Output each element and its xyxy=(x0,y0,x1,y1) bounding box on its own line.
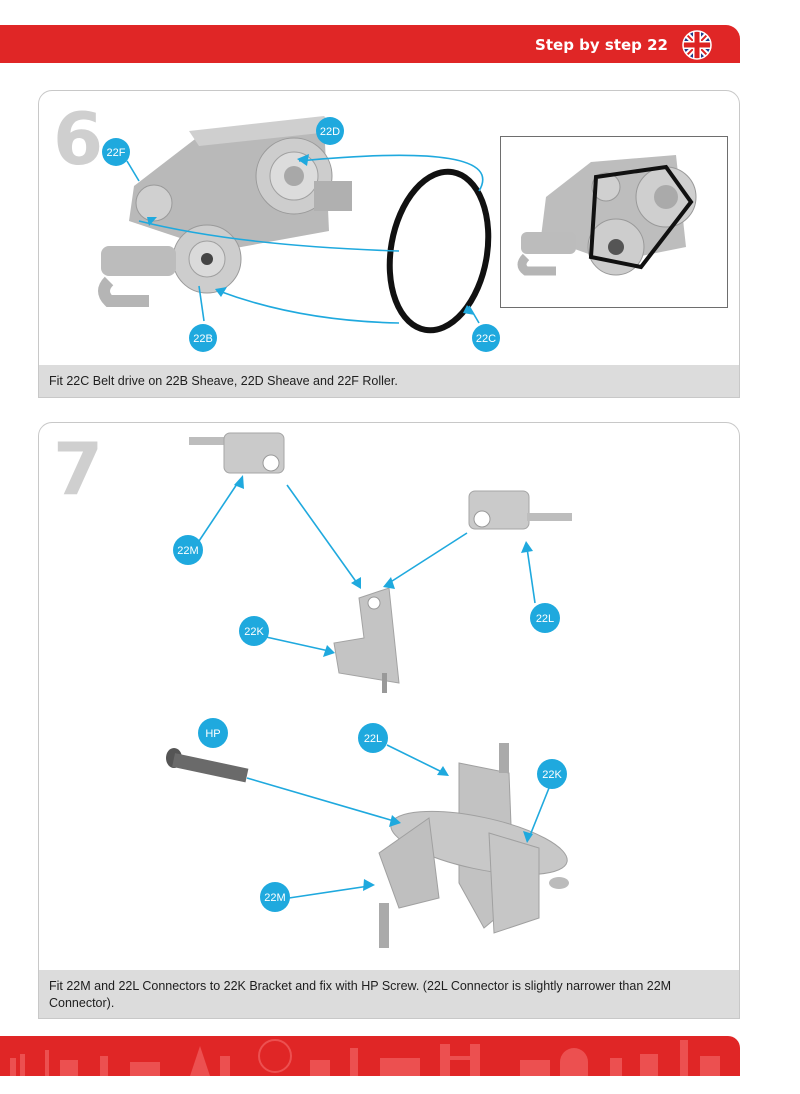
step-7-illustration xyxy=(166,432,572,948)
engine-assembly xyxy=(98,116,352,307)
footer-skyline-bar xyxy=(0,1036,740,1076)
assembled-engine-image xyxy=(517,155,697,276)
arrow-heads xyxy=(234,475,533,891)
svg-text:22L: 22L xyxy=(364,733,382,745)
label-hp: HP xyxy=(198,718,228,748)
svg-text:22L: 22L xyxy=(536,613,554,625)
assembly-arrows xyxy=(198,480,550,899)
svg-text:22M: 22M xyxy=(264,892,285,904)
final-assembly xyxy=(378,743,569,948)
svg-text:22B: 22B xyxy=(193,333,213,345)
london-skyline-icon xyxy=(10,1039,720,1076)
connector-22m-part xyxy=(189,432,285,474)
svg-text:22K: 22K xyxy=(244,626,264,638)
step-number: 6 xyxy=(53,97,104,181)
step-6-illustration xyxy=(98,116,492,334)
arrow-heads xyxy=(147,154,475,315)
label-22d: 22D xyxy=(316,117,344,145)
step-number: 7 xyxy=(53,427,104,511)
label-22k-assembly: 22K xyxy=(537,759,567,789)
step-6-caption: Fit 22C Belt drive on 22B Sheave, 22D Sh… xyxy=(39,365,739,397)
step-7-panel: 7 xyxy=(38,422,740,1019)
step-7-caption: Fit 22M and 22L Connectors to 22K Bracke… xyxy=(39,970,739,1018)
label-22l: 22L xyxy=(530,603,560,633)
svg-text:22D: 22D xyxy=(320,126,340,138)
label-22c: 22C xyxy=(472,324,500,352)
connector-22l-part xyxy=(468,490,572,530)
label-22f: 22F xyxy=(102,138,130,166)
svg-text:22K: 22K xyxy=(542,769,562,781)
svg-text:HP: HP xyxy=(205,728,220,740)
bracket-22k-part xyxy=(333,587,400,693)
svg-text:22C: 22C xyxy=(476,333,496,345)
svg-text:22M: 22M xyxy=(177,545,198,557)
uk-flag-icon xyxy=(682,30,712,60)
label-22k: 22K xyxy=(239,616,269,646)
belt-drive-22c xyxy=(386,168,492,334)
label-22b: 22B xyxy=(189,324,217,352)
assembly-arrows xyxy=(126,130,484,324)
assembled-inset xyxy=(500,136,728,308)
label-22m-assembly: 22M xyxy=(260,882,290,912)
label-22l-assembly: 22L xyxy=(358,723,388,753)
label-22m: 22M xyxy=(173,535,203,565)
step-6-labels: 22D 22F 22B 22C xyxy=(102,117,500,352)
svg-text:22F: 22F xyxy=(107,147,126,159)
step-7-labels: 22M 22L 22K HP 22L 22K 22M xyxy=(173,535,567,912)
step-6-panel: 6 xyxy=(38,90,740,398)
hp-screw-part xyxy=(166,748,249,783)
header-bar: Step by step 22 xyxy=(0,25,740,63)
page-title: Step by step 22 xyxy=(535,36,668,54)
